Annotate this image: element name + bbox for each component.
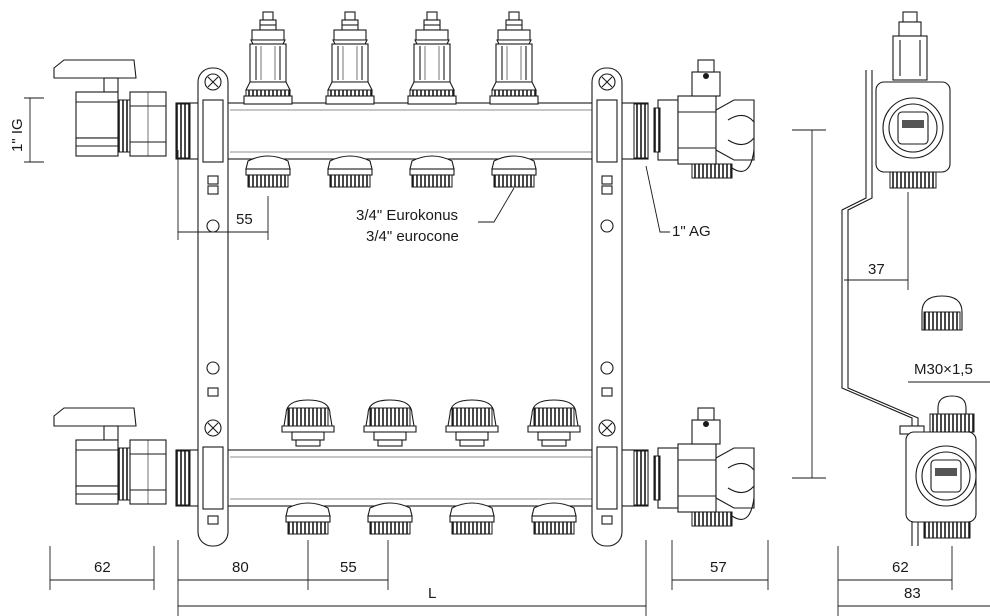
fill-valve-bottom bbox=[653, 407, 755, 527]
label-55-top: 55 bbox=[236, 211, 253, 228]
flow-meter-1 bbox=[243, 11, 293, 105]
return-outlet-4 bbox=[531, 502, 577, 535]
supply-outlet-4 bbox=[491, 155, 537, 188]
label-80: 80 bbox=[232, 559, 249, 576]
side-view bbox=[841, 11, 977, 546]
label-62-right: 62 bbox=[892, 559, 909, 576]
flow-meter-3 bbox=[407, 11, 457, 105]
return-outlet-1 bbox=[285, 502, 331, 535]
dimension-lines bbox=[24, 97, 990, 616]
supply-outlet-3 bbox=[409, 155, 455, 188]
label-eurocone: 3/4" eurocone bbox=[366, 228, 459, 245]
valve-cap-1 bbox=[281, 399, 335, 447]
ball-valve-bottom bbox=[53, 407, 167, 505]
fill-valve-top bbox=[653, 59, 755, 179]
supply-outlet-2 bbox=[327, 155, 373, 188]
valve-cap-2 bbox=[363, 399, 417, 447]
supply-bar bbox=[175, 102, 649, 160]
right-bracket bbox=[591, 67, 623, 547]
label-m30: M30×1,5 bbox=[914, 361, 973, 378]
return-outlet-3 bbox=[449, 502, 495, 535]
valve-cap-3 bbox=[445, 399, 499, 447]
supply-outlet-1 bbox=[245, 155, 291, 188]
label-L: L bbox=[428, 585, 436, 602]
label-55-bottom: 55 bbox=[340, 559, 357, 576]
flow-meter-2 bbox=[325, 11, 375, 105]
ball-valve-top bbox=[53, 59, 167, 157]
return-outlet-2 bbox=[367, 502, 413, 535]
label-62-left: 62 bbox=[94, 559, 111, 576]
label-37: 37 bbox=[868, 261, 885, 278]
valve-cap-4 bbox=[527, 399, 581, 447]
flow-meter-4 bbox=[489, 11, 539, 105]
label-57: 57 bbox=[710, 559, 727, 576]
label-eurokonus: 3/4" Eurokonus bbox=[356, 207, 458, 224]
left-bracket bbox=[197, 67, 229, 547]
return-bar bbox=[175, 449, 649, 507]
label-83: 83 bbox=[904, 585, 921, 602]
label-inch-ig: 1" IG bbox=[9, 118, 26, 152]
label-ag: 1" AG bbox=[672, 223, 711, 240]
